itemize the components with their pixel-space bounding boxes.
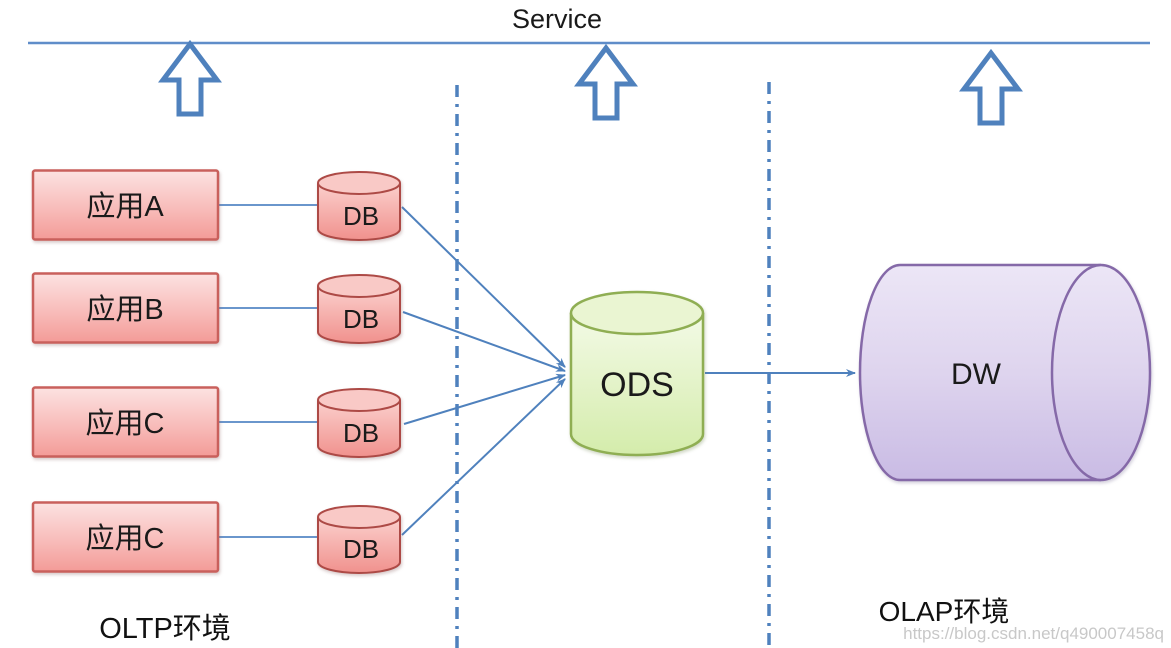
app-box-a-label: 应用A <box>86 190 164 223</box>
watermark-text: https://blog.csdn.net/q490007458q <box>903 624 1164 643</box>
db-label-a: DB <box>343 201 379 231</box>
db-label-c: DB <box>343 418 379 448</box>
oltp-zone-label: OLTP环境 <box>99 612 231 645</box>
app-box-b-label: 应用B <box>86 293 163 326</box>
arrow-db-c-ods <box>403 373 566 425</box>
app-box-c2: 应用C <box>31 501 220 573</box>
db-label-b: DB <box>343 304 379 334</box>
up-arrow-icon-oltp <box>158 39 222 117</box>
db-cylinder-icon-a: DB <box>317 171 401 241</box>
dw-cylinder: DW <box>858 263 1152 482</box>
arrow-db-b-ods <box>402 311 566 372</box>
db-cylinder-icon-c2: DB <box>317 505 401 574</box>
db-cylinder-icon-b: DB <box>317 274 401 344</box>
olap-zone-label: OLAP环境 <box>879 596 1010 627</box>
app-box-b: 应用B <box>31 272 220 344</box>
app-box-c: 应用C <box>31 386 220 458</box>
app-box-c2-label: 应用C <box>86 522 165 555</box>
db-label-c2: DB <box>343 534 379 564</box>
up-arrow-icon-olap <box>959 48 1023 126</box>
app-box-c-label: 应用C <box>86 407 165 440</box>
up-arrow-icon-ods <box>574 43 638 121</box>
arrow-db-c2-ods <box>401 378 566 536</box>
service-title: Service <box>512 4 602 34</box>
db-cylinder-icon-c: DB <box>317 388 401 458</box>
arrow-db-a-ods <box>401 206 566 368</box>
ods-cylinder: ODS <box>569 290 705 457</box>
app-box-a: 应用A <box>31 169 220 241</box>
ods-label: ODS <box>600 366 674 404</box>
dw-label: DW <box>951 358 1002 391</box>
